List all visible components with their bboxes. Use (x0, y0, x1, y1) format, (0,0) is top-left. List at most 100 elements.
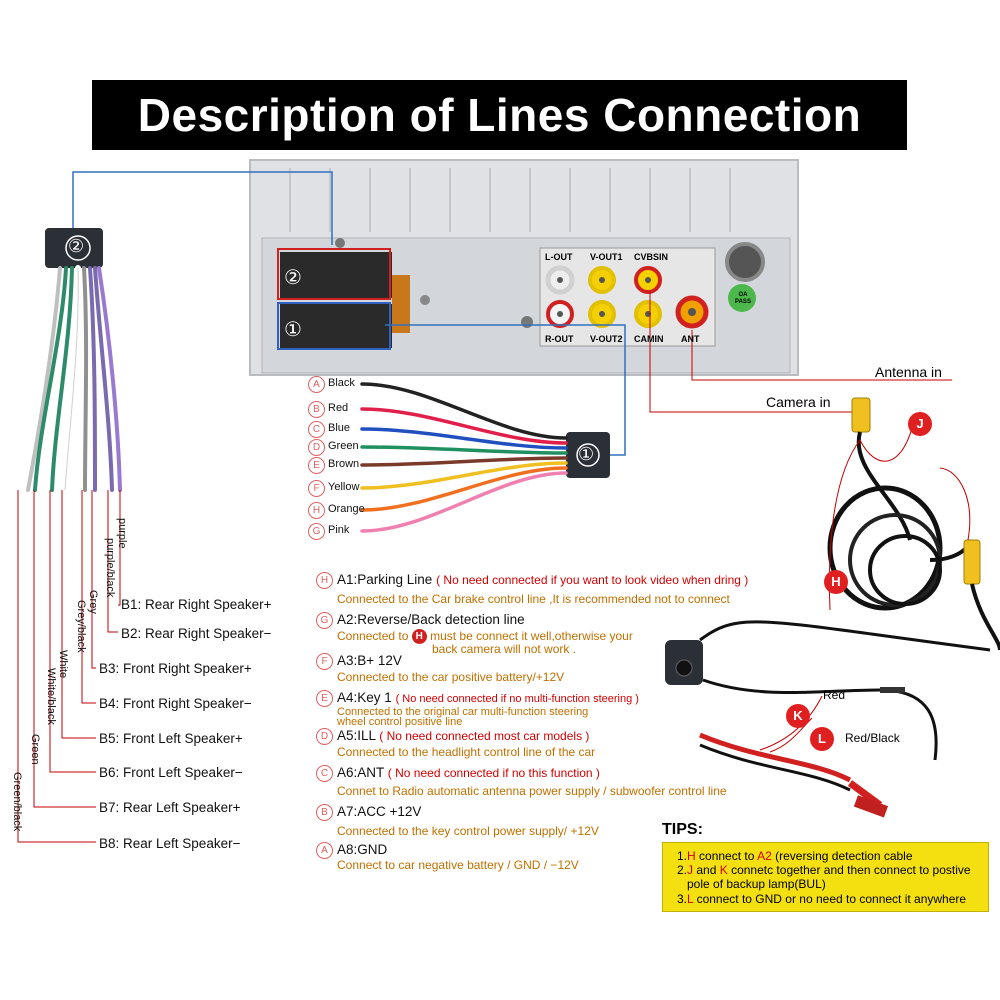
screw-top (335, 238, 345, 248)
wire-label-grey: Grey (87, 590, 99, 614)
wire-label-orange: Orange (328, 503, 365, 515)
marker-h: H (824, 570, 848, 594)
rca-jacks (545, 265, 709, 329)
pin-a6-title: A6:ANT (337, 765, 385, 780)
wire-label-yellow: Yellow (328, 481, 360, 493)
speaker-b7: B7: Rear Left Speaker+ (99, 800, 241, 815)
page-title: Description of Lines Connection (92, 80, 907, 150)
tip-3-l: L (687, 892, 694, 906)
screw-mid (420, 295, 430, 305)
wire-label-white: White (57, 650, 69, 679)
camera-in-leader (649, 292, 852, 413)
pin-a7-desc: Connected to the key control power suppl… (337, 824, 599, 838)
pin-a2-letter: G (316, 612, 333, 629)
wire-letter-c: C (308, 421, 325, 438)
speaker-b8: B8: Rear Left Speaker− (99, 836, 241, 851)
pin-a5-title: A5:ILL (337, 728, 376, 743)
speaker-b5: B5: Front Left Speaker+ (99, 731, 243, 746)
pin-a2-marker-h: H (411, 629, 427, 645)
tip-2-post: connetc together and then connect to pos… (727, 863, 971, 877)
tip-3-post: connect to GND or no need to connect it … (693, 892, 967, 906)
wire-letter-e: E (308, 457, 325, 474)
tip-2: 2.J and K connetc together and then conn… (677, 863, 971, 877)
connector-1-label: ① (284, 319, 302, 341)
port-vout2-label: V-OUT2 (590, 334, 623, 344)
harness-2-label: ② (68, 236, 85, 256)
pin-a5-note: ( No need connected most car models ) (379, 729, 590, 743)
speaker-b2: B2: Rear Right Speaker− (121, 626, 272, 641)
wire-label-purple-black: purple/black (104, 538, 116, 598)
speaker-b3: B3: Front Right Speaker+ (99, 661, 252, 676)
tip-2-j: J (687, 863, 694, 877)
socket-1 (280, 304, 392, 348)
pin-a3-desc: Connected to the car positive battery/+1… (337, 670, 565, 684)
wire-label-green: Green (328, 440, 359, 452)
wire-brown (360, 456, 568, 467)
wire-label-purple: purple (116, 518, 128, 549)
wire-blue (360, 427, 568, 450)
speaker-b1: B1: Rear Right Speaker+ (121, 597, 272, 612)
pin-a3-letter: F (316, 653, 333, 670)
wire-green (360, 445, 568, 455)
tip-1-h: H (687, 849, 696, 863)
wire-yellow (360, 461, 568, 490)
pin-a4-desc-2: wheel control positive line (337, 716, 463, 728)
pin-a6-heading: A6:ANT ( No need connected if no this fu… (337, 765, 600, 780)
pin-a8-desc: Connect to car negative battery / GND / … (337, 858, 579, 872)
pin-a2-desc-pre: Connected to (337, 629, 409, 643)
marker-k: K (786, 704, 810, 728)
pin-a7-letter: B (316, 804, 333, 821)
pin-a8-letter: A (316, 842, 333, 859)
head-unit (249, 159, 799, 376)
pin-a6-desc: Connet to Radio automatic antenna power … (337, 784, 727, 798)
tips-title: TIPS: (662, 821, 703, 838)
marker-l: L (810, 727, 834, 751)
tip-1-num: 1. (677, 849, 688, 863)
connector-1-plug (566, 432, 610, 478)
pin-a4-desc: Connected to the original car multi-func… (337, 706, 589, 718)
heat-fins (289, 168, 731, 232)
harness-1-label: ① (578, 444, 595, 464)
wire-label-green: Green (29, 734, 41, 765)
left-harness (17, 228, 122, 843)
pin-a2-desc-2: back camera will not work . (432, 642, 577, 656)
pin-a1-note: ( No need connected if you want to look … (436, 573, 749, 587)
wire-pink (360, 471, 568, 533)
wire-letter-b: B (308, 401, 325, 418)
pin-a1-heading: A1:Parking Line ( No need connected if y… (337, 572, 748, 587)
tip-1: 1.H connect to A2 (reversing detection c… (677, 849, 913, 863)
socket-1-highlight (277, 302, 391, 350)
pin-a3-title: A3:B+ 12V (337, 653, 402, 668)
wire-label-pink: Pink (328, 524, 350, 536)
pin-a7-title: A7:ACC +12V (337, 804, 422, 819)
pin-a5-desc: Connected to the headlight control line … (337, 745, 596, 759)
pin-a4-letter: E (316, 690, 333, 707)
wire-label-grey-black: Grey/black (75, 600, 87, 653)
link-connector-2 (72, 171, 333, 245)
marker-j: J (908, 412, 932, 436)
pin-a6-note: ( No need connected if no this function … (387, 766, 600, 780)
port-cvbsin-label: CVBSIN (634, 252, 669, 262)
wire-orange (360, 466, 568, 512)
wire-label-brown: Brown (328, 458, 360, 470)
tip-1-a2: A2 (757, 849, 772, 863)
connector-2-plug (45, 228, 103, 268)
tip-2b: pole of backup lamp(BUL) (687, 877, 826, 891)
camera-in-label: Camera in (766, 394, 831, 410)
wire-letter-g: G (308, 523, 325, 540)
pin-a4-title: A4:Key 1 (337, 690, 392, 705)
speaker-leaders (17, 490, 121, 843)
camera-red-label: Red (823, 688, 846, 702)
tip-2-and: and (693, 863, 720, 877)
oa-pass-badge (728, 284, 756, 312)
antenna-in-label: Antenna in (875, 364, 942, 380)
tip-3-num: 3. (677, 892, 688, 906)
pin-a5-heading: A5:ILL ( No need connected most car mode… (337, 728, 589, 743)
wire-letter-f: F (308, 480, 325, 497)
right-harness (360, 382, 610, 533)
pin-a2-desc-post: must be connect it well,otherwise your (430, 629, 633, 643)
camera-kit (665, 397, 1000, 818)
wire-letter-h: H (308, 502, 325, 519)
pin-a8-title: A8:GND (337, 842, 388, 857)
